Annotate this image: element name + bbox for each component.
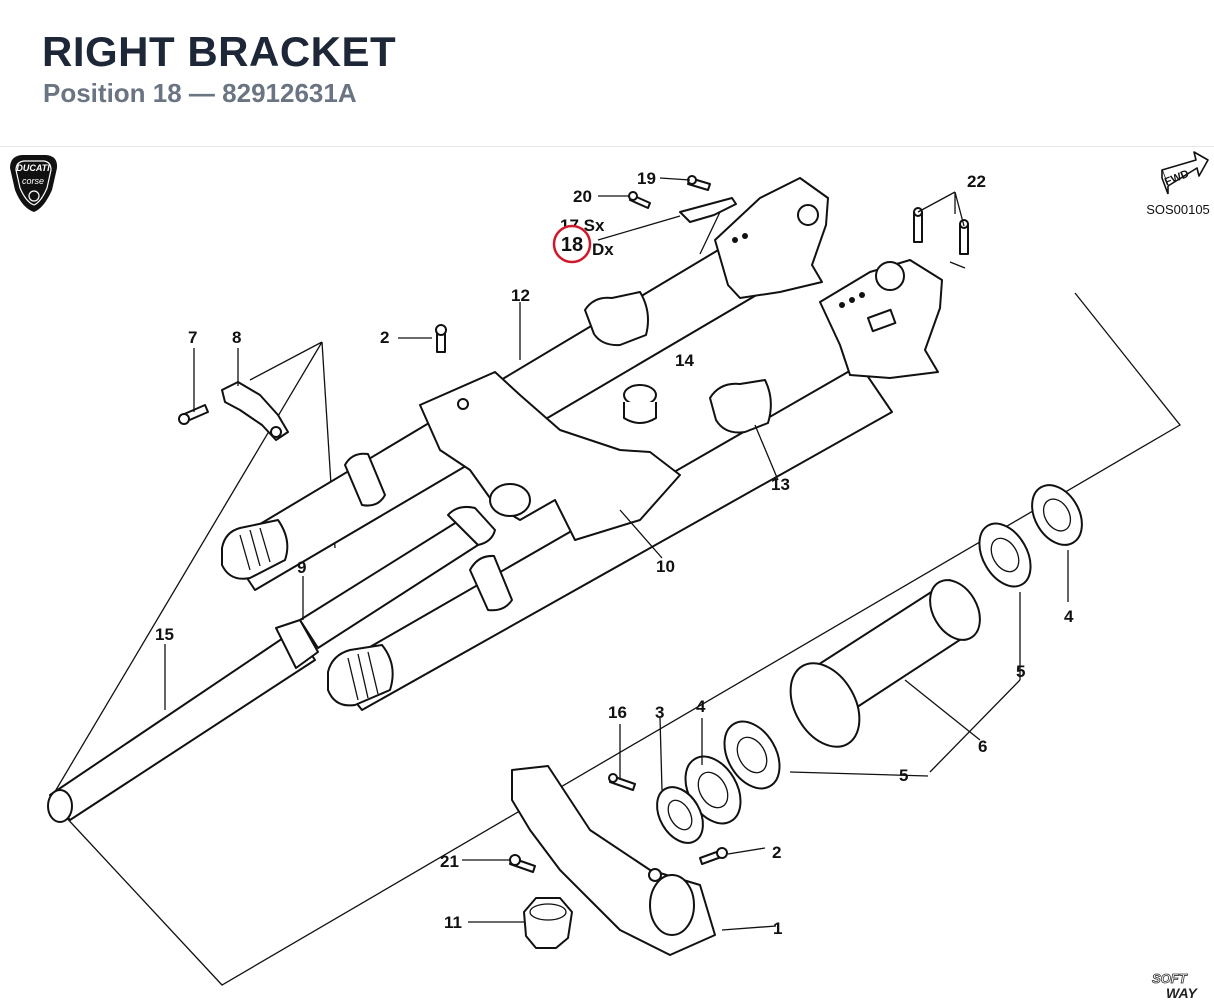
callout-21: 21 xyxy=(440,852,459,871)
highlight-ring xyxy=(552,224,592,264)
ducati-corse-logo: DUCATI corse xyxy=(10,155,58,212)
bracket-8 xyxy=(221,381,289,441)
callout-5-lower: 5 xyxy=(899,766,908,785)
watermark-bottom: WAY xyxy=(1166,985,1199,1001)
callout-6: 6 xyxy=(978,737,987,756)
logo-brand-text: DUCATI xyxy=(16,163,50,173)
callout-1: 1 xyxy=(773,919,782,938)
ring-nut-3 xyxy=(656,786,704,844)
callout-22: 22 xyxy=(967,172,986,191)
exploded-parts-diagram: DUCATI corse FWD SOS00105 xyxy=(10,151,1210,1001)
callout-5-upper: 5 xyxy=(1016,662,1025,681)
callout-16: 16 xyxy=(608,703,627,722)
assembly-outline xyxy=(49,292,1181,986)
callout-8: 8 xyxy=(232,328,241,347)
bolt-21 xyxy=(509,854,536,873)
callout-12: 12 xyxy=(511,286,530,305)
callout-10: 10 xyxy=(656,557,675,576)
highlight-number: 18 xyxy=(561,234,583,256)
callout-14: 14 xyxy=(675,351,694,370)
callout-15: 15 xyxy=(155,625,174,644)
lower-triple-clamp-1 xyxy=(511,765,716,956)
bolt-7 xyxy=(178,404,209,425)
leader-lines xyxy=(164,177,1069,931)
callout-3: 3 xyxy=(655,703,664,722)
steering-stem-6 xyxy=(789,579,981,748)
highlighted-callout-18[interactable]: 18 xyxy=(552,224,592,264)
bearing-5-lower xyxy=(723,720,781,790)
softway-watermark: SOFT WAY xyxy=(1152,971,1199,1001)
bolt-19 xyxy=(687,175,711,191)
plug-14 xyxy=(623,384,657,424)
page-header: RIGHT BRACKET Position 18 — 82912631A xyxy=(0,0,1214,147)
callout-19: 19 xyxy=(637,169,656,188)
bolt-2-lower xyxy=(699,847,728,865)
callout-2-lower: 2 xyxy=(772,843,781,862)
callout-18-dx: Dx xyxy=(592,240,614,259)
callout-7: 7 xyxy=(188,328,197,347)
callout-4-lower: 4 xyxy=(696,697,706,716)
nut-11 xyxy=(523,897,573,949)
bolts-22 xyxy=(913,207,969,255)
watermark-top: SOFT xyxy=(1152,971,1188,986)
callout-11: 11 xyxy=(444,913,462,932)
fwd-arrow-icon: FWD xyxy=(1161,151,1209,195)
upper-triple-clamp xyxy=(419,371,681,541)
bolt-2-upper xyxy=(435,324,447,353)
callouts: 1 2 2 3 4 4 5 5 6 7 8 9 10 11 12 13 14 1… xyxy=(155,169,1074,938)
bolt-16 xyxy=(608,773,636,791)
bearing-5-upper xyxy=(978,522,1032,588)
seal-4-upper xyxy=(1031,484,1083,546)
fork-leg-15 xyxy=(47,619,319,823)
callout-2-upper: 2 xyxy=(380,328,389,347)
right-fork-tube xyxy=(327,364,893,711)
callout-13: 13 xyxy=(771,475,790,494)
logo-corse-text: corse xyxy=(22,176,44,186)
page-title: RIGHT BRACKET xyxy=(42,28,397,75)
clip-17-18 xyxy=(679,197,737,223)
diagram-code: SOS00105 xyxy=(1146,202,1210,217)
callout-20: 20 xyxy=(573,187,592,206)
right-bracket-assembly xyxy=(714,177,943,379)
callout-4-upper: 4 xyxy=(1064,607,1074,626)
bolt-20 xyxy=(628,191,651,209)
page-subtitle: Position 18 — 82912631A xyxy=(43,78,357,108)
callout-9: 9 xyxy=(297,558,306,577)
axle-9 xyxy=(299,505,496,649)
